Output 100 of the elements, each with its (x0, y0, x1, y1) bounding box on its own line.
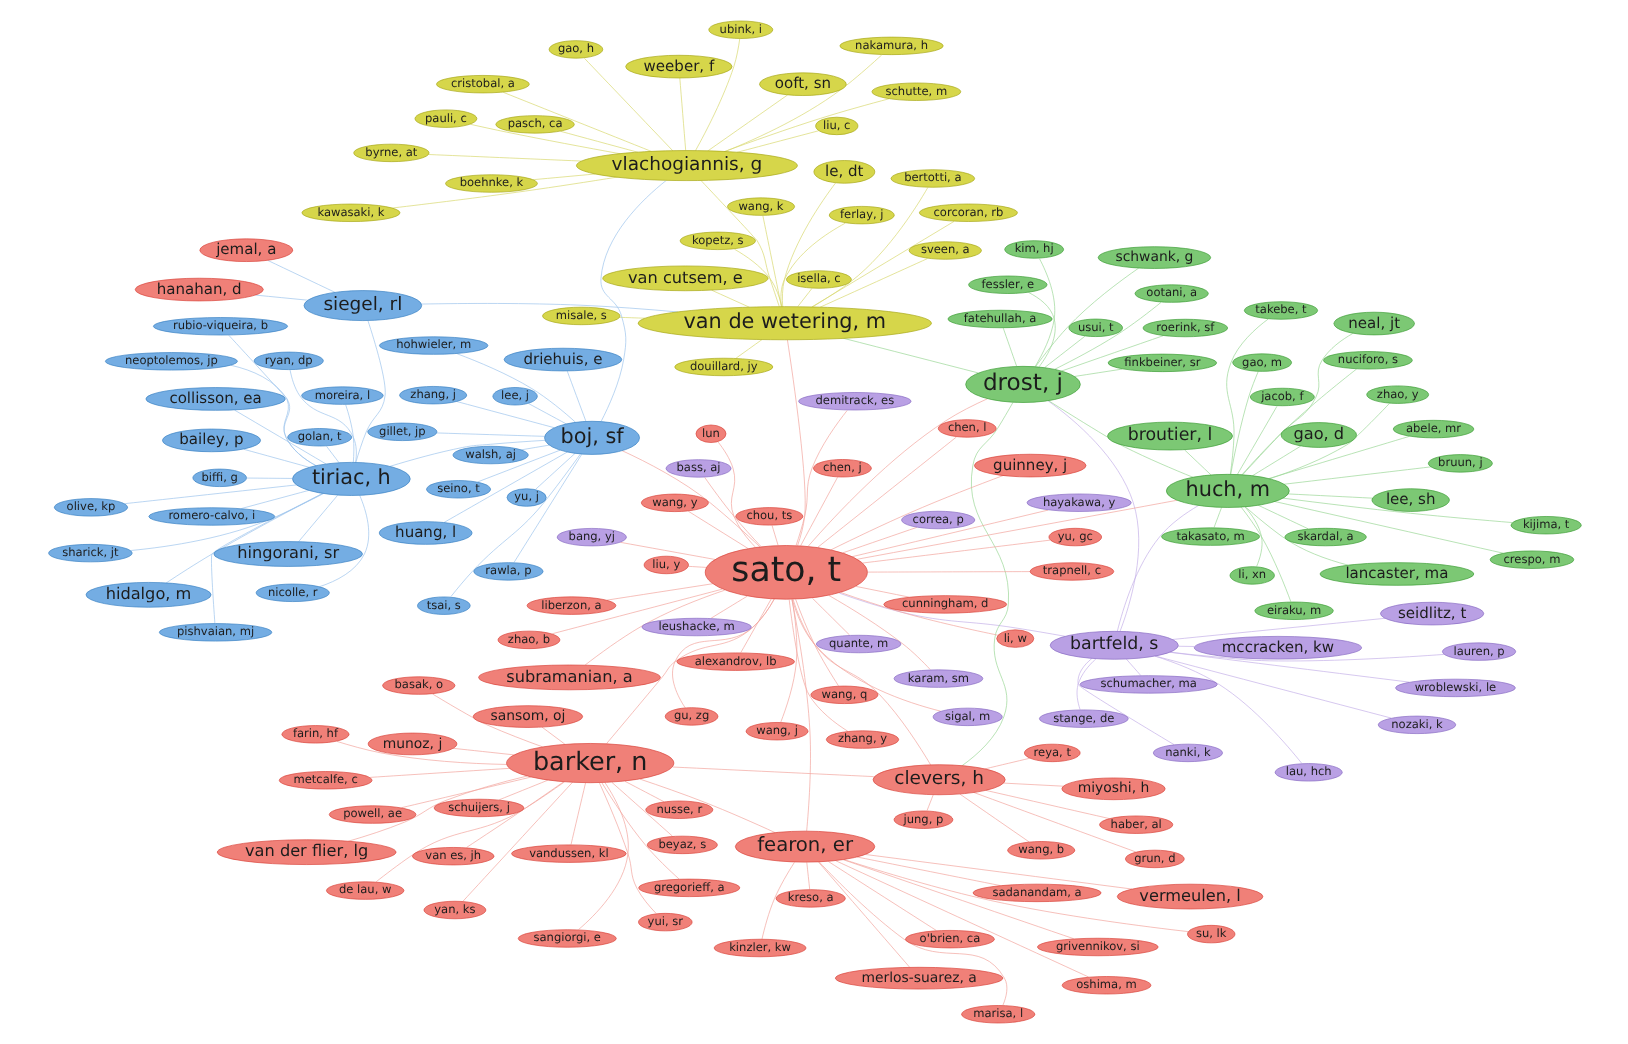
node-ellipse: boj, sf (543, 420, 639, 455)
node-ellipse: huch, m (1165, 474, 1289, 508)
connector (1116, 505, 1199, 632)
connector (605, 598, 774, 745)
connector (240, 490, 309, 509)
connector (245, 477, 292, 479)
connector (790, 599, 810, 832)
connector (1075, 658, 1096, 710)
node-ellipse: clevers, h (871, 764, 1005, 796)
connector (123, 484, 296, 505)
connector (374, 781, 564, 883)
connector (842, 859, 1188, 932)
connector (806, 398, 987, 547)
connector (1235, 405, 1277, 475)
connector (1225, 318, 1268, 475)
connector (779, 599, 797, 723)
connector (671, 598, 774, 708)
connector (960, 402, 1013, 766)
connector (210, 493, 322, 624)
connector (1256, 504, 1308, 530)
connector (233, 409, 326, 465)
connector (605, 583, 712, 601)
connector (1281, 497, 1512, 523)
connector (1243, 506, 1348, 566)
connector (325, 446, 339, 463)
connector (706, 94, 787, 152)
node-ellipse: van cutsem, e (601, 265, 768, 292)
connector (598, 782, 656, 914)
connector (501, 91, 652, 152)
connector (559, 130, 638, 153)
connector (1060, 335, 1163, 372)
connector (983, 757, 1030, 770)
connector (1273, 501, 1503, 554)
connector (1043, 335, 1085, 368)
connector (799, 477, 837, 546)
connector (1183, 449, 1211, 476)
connector (368, 768, 509, 778)
node-ellipse: subramanian, a (477, 664, 660, 691)
connector (734, 339, 762, 359)
connector (805, 862, 810, 890)
connector (1033, 258, 1055, 367)
connector (1124, 658, 1141, 676)
connector (1241, 333, 1352, 476)
connector (827, 595, 930, 670)
connector (540, 726, 565, 745)
connector (925, 794, 933, 811)
node-ellipse: van de wetering, m (636, 306, 931, 341)
connector (129, 493, 323, 551)
connector (583, 58, 673, 152)
connector (618, 316, 645, 319)
connector (619, 542, 715, 560)
connector (687, 566, 706, 568)
connector (1251, 445, 1300, 476)
connector (297, 494, 337, 543)
connector (638, 778, 775, 833)
connector (1176, 645, 1194, 647)
connector (709, 595, 747, 619)
connector (1001, 327, 1016, 367)
connector (229, 364, 316, 466)
connector (855, 499, 1177, 560)
connector (400, 776, 531, 809)
connector (1286, 493, 1372, 499)
connector (527, 403, 566, 425)
connector (455, 353, 575, 423)
connector (841, 527, 917, 554)
connector (791, 598, 930, 766)
connector (761, 215, 781, 307)
connector (787, 599, 848, 732)
connector (770, 525, 778, 546)
connector (786, 339, 805, 546)
node-ellipse: vermeulen, l (1115, 883, 1263, 910)
node-ellipse: broutier, l (1106, 421, 1232, 451)
connector (1267, 435, 1409, 479)
connector (1239, 506, 1291, 603)
connector (816, 436, 956, 548)
connector (710, 289, 749, 308)
connector (687, 510, 748, 549)
connector (818, 258, 927, 308)
connector (476, 449, 560, 483)
connector (531, 173, 595, 181)
connector (811, 187, 928, 308)
connector (254, 294, 308, 301)
connector (550, 588, 722, 635)
node-ellipse: bartfeld, s (1048, 631, 1178, 660)
connector (842, 859, 1073, 940)
connector (1034, 267, 1139, 367)
connector (469, 123, 620, 155)
connector (984, 790, 1109, 819)
connector (610, 782, 672, 837)
connector (512, 453, 582, 563)
connector (781, 182, 835, 308)
connector (164, 493, 323, 584)
node-ellipse: barker, n (505, 743, 674, 784)
connector (1053, 302, 1161, 370)
connector (420, 303, 678, 313)
connector (242, 448, 309, 468)
connector (318, 494, 369, 587)
connector (465, 781, 563, 848)
node-ellipse: drost, j (964, 366, 1080, 403)
connector (839, 592, 998, 636)
